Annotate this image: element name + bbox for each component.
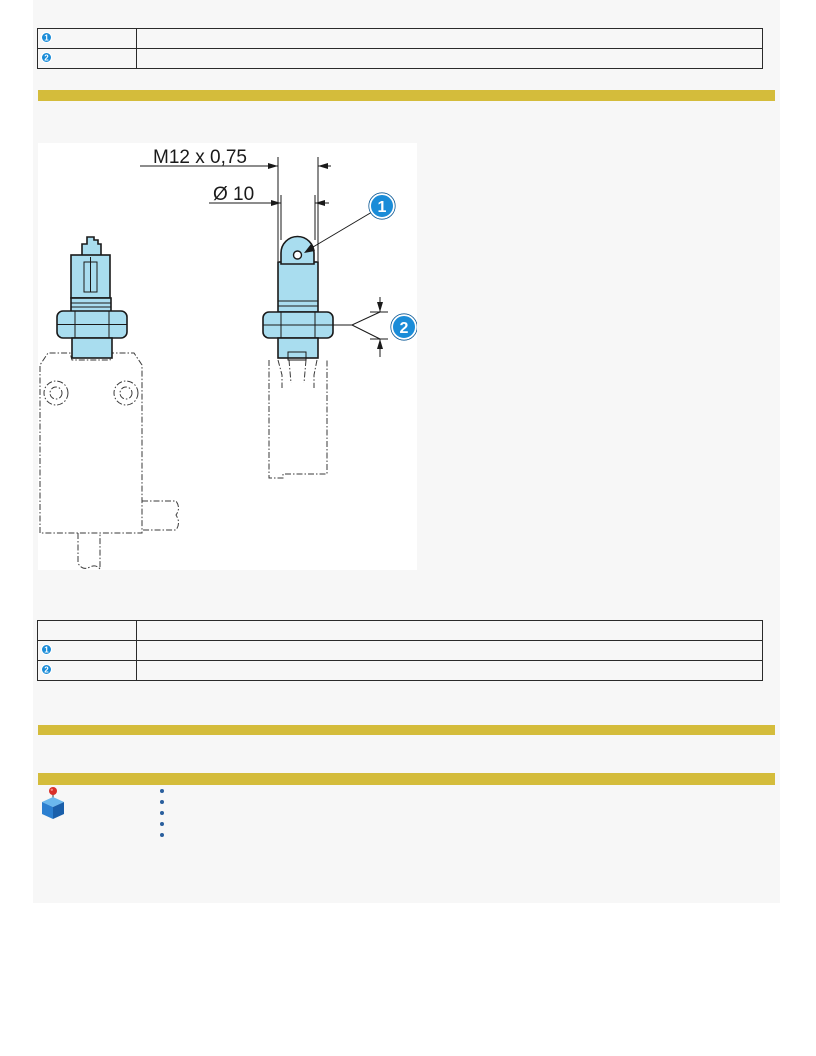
cable-entry-outline bbox=[142, 500, 179, 531]
arrowhead bbox=[271, 200, 281, 206]
arrowhead bbox=[304, 244, 315, 253]
dimension-diameter: Ø 10 bbox=[209, 184, 329, 240]
table-key-cell: 1 bbox=[38, 641, 137, 660]
section-header-bar bbox=[38, 90, 775, 101]
lower-thread bbox=[71, 337, 113, 359]
thread-dimension-label: M12 x 0,75 bbox=[153, 147, 247, 168]
mounting-hole-inner bbox=[49, 386, 63, 400]
switch-front-view bbox=[39, 236, 179, 570]
dimension-drawing-svg: M12 x 0,75 Ø 10 1 bbox=[39, 147, 417, 570]
list-bullet bbox=[160, 800, 164, 804]
list-bullet bbox=[160, 822, 164, 826]
table-value-cell bbox=[137, 29, 762, 48]
table-header-row bbox=[38, 621, 762, 640]
dimension-thread: M12 x 0,75 bbox=[140, 147, 331, 261]
list-bullet bbox=[160, 811, 164, 815]
body-detail bbox=[277, 359, 318, 388]
section-header-bar bbox=[38, 773, 775, 785]
diameter-dimension-label: Ø 10 bbox=[213, 184, 254, 205]
callout-1-icon: 1 bbox=[41, 32, 52, 43]
mounting-hole bbox=[113, 380, 139, 406]
section-header-bar bbox=[38, 725, 775, 735]
table-row: 1 bbox=[38, 29, 762, 48]
callout-1: 1 bbox=[304, 192, 396, 253]
svg-text:1: 1 bbox=[44, 645, 49, 654]
switch-side-view bbox=[262, 235, 334, 479]
table-row: 2 bbox=[38, 48, 762, 68]
svg-text:2: 2 bbox=[44, 665, 49, 674]
arrowhead bbox=[315, 200, 325, 206]
table-value-cell bbox=[137, 621, 762, 640]
callout-2: 2 bbox=[333, 297, 417, 357]
table-key-cell: 2 bbox=[38, 49, 137, 68]
arrowhead bbox=[318, 163, 328, 169]
callout-legend-table: 1 2 bbox=[37, 620, 763, 681]
callout-2-icon: 2 bbox=[41, 52, 52, 63]
lower-thread bbox=[277, 337, 319, 359]
table-value-cell bbox=[137, 661, 762, 680]
thread-end-detail bbox=[287, 351, 307, 361]
table-value-cell bbox=[137, 641, 762, 660]
arrowhead bbox=[377, 302, 383, 312]
table-key-cell: 2 bbox=[38, 661, 137, 680]
table-value-cell bbox=[137, 49, 762, 68]
table-key-cell bbox=[38, 621, 137, 640]
arrowhead bbox=[377, 339, 383, 349]
callout-2-icon bbox=[391, 314, 417, 340]
product-box-pin-icon bbox=[42, 787, 64, 819]
list-bullet bbox=[160, 833, 164, 837]
plunger-tip bbox=[81, 236, 102, 258]
mounting-hole-inner bbox=[119, 386, 133, 400]
roller-pin-hole bbox=[292, 250, 303, 260]
plunger-body bbox=[277, 261, 319, 313]
callout-number: 2 bbox=[400, 320, 409, 337]
table-row: 1 bbox=[38, 640, 762, 660]
callout-bracket bbox=[333, 311, 381, 340]
list-bullet bbox=[160, 789, 164, 793]
callout-leader bbox=[307, 211, 373, 251]
callout-table-top: 1 2 bbox=[37, 28, 763, 69]
switch-body-outline bbox=[39, 352, 143, 534]
svg-text:2: 2 bbox=[44, 53, 49, 62]
callout-1-icon bbox=[369, 193, 395, 219]
upper-thread bbox=[70, 297, 112, 313]
svg-text:1: 1 bbox=[44, 33, 49, 42]
table-row: 2 bbox=[38, 660, 762, 680]
callout-ring bbox=[390, 313, 417, 341]
mounting-hole bbox=[43, 380, 69, 406]
callout-ring bbox=[368, 192, 396, 220]
callout-number: 1 bbox=[378, 199, 387, 216]
arrowhead bbox=[268, 163, 278, 169]
callout-1-icon: 1 bbox=[41, 644, 52, 655]
callout-2-icon: 2 bbox=[41, 664, 52, 675]
roller-head bbox=[280, 235, 315, 265]
table-key-cell: 1 bbox=[38, 29, 137, 48]
dimension-drawing: M12 x 0,75 Ø 10 1 bbox=[38, 143, 417, 570]
bottom-stub-outline bbox=[77, 533, 101, 570]
switch-body-outline bbox=[268, 360, 328, 479]
